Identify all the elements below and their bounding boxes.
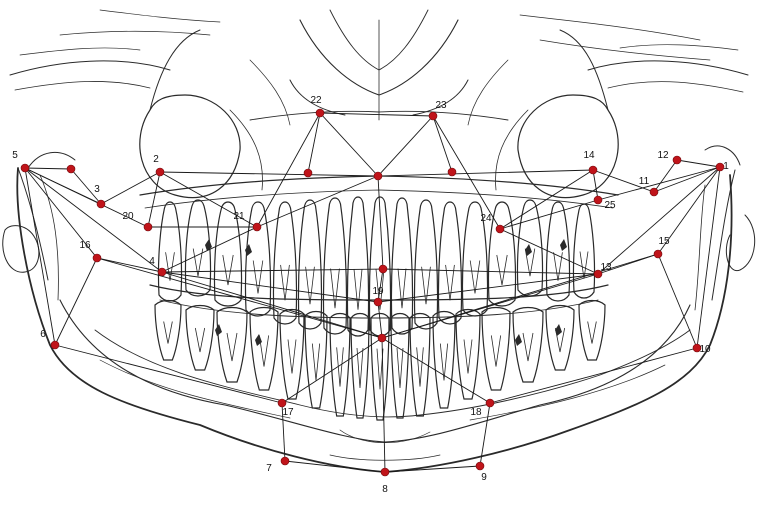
- landmark-point: [381, 468, 389, 476]
- landmark-point: [156, 168, 164, 176]
- landmark-label: 25: [604, 200, 616, 211]
- landmark-18: 18: [470, 399, 494, 418]
- landmark-point: [97, 200, 105, 208]
- landmark-point: [158, 268, 166, 276]
- landmark-1: 1: [716, 161, 729, 172]
- landmark-label: 11: [639, 176, 650, 187]
- landmark-point-unlabeled: [448, 168, 456, 176]
- landmark-label: 15: [658, 236, 670, 247]
- landmark-point: [316, 109, 324, 117]
- landmark-label: 13: [600, 262, 612, 273]
- landmark-point: [93, 254, 101, 262]
- landmark-point: [281, 457, 289, 465]
- landmark-10: 10: [693, 344, 711, 355]
- teeth-outlines: [155, 197, 605, 420]
- landmark-point: [654, 250, 662, 258]
- landmark-point: [650, 188, 658, 196]
- landmark-point: [594, 196, 602, 204]
- landmark-label: 7: [266, 463, 272, 474]
- landmark-label: 20: [122, 211, 134, 222]
- landmark-point: [253, 223, 261, 231]
- landmark-9: 9: [476, 462, 487, 483]
- landmark-13: 13: [594, 262, 612, 278]
- landmark-point: [496, 225, 504, 233]
- landmark-label: 9: [481, 472, 487, 483]
- landmark-point: [486, 399, 494, 407]
- landmark-12: 12: [657, 150, 681, 164]
- landmark-5: 5: [12, 150, 29, 172]
- landmark-label: 19: [372, 286, 384, 297]
- landmark-label: 12: [657, 150, 669, 161]
- landmark-label: 4: [149, 256, 155, 267]
- landmark-point: [673, 156, 681, 164]
- landmark-point: [429, 112, 437, 120]
- landmark-point: [278, 399, 286, 407]
- landmark-label: 24: [480, 213, 492, 224]
- landmark-11: 11: [639, 176, 658, 196]
- landmark-label: 23: [435, 100, 447, 111]
- landmark-label: 3: [94, 184, 100, 195]
- landmark-label: 1: [723, 161, 729, 172]
- landmark-20: 20: [122, 211, 152, 231]
- landmark-point-unlabeled: [304, 169, 312, 177]
- landmark-19: 19: [372, 286, 384, 306]
- landmark-point-unlabeled: [67, 165, 75, 173]
- landmark-point: [51, 341, 59, 349]
- landmark-label: 10: [699, 344, 711, 355]
- landmark-point: [476, 462, 484, 470]
- landmark-label: 22: [310, 95, 322, 106]
- landmark-point-unlabeled: [378, 334, 386, 342]
- landmark-7: 7: [266, 457, 289, 474]
- landmark-15: 15: [654, 236, 670, 258]
- landmark-point-unlabeled: [374, 172, 382, 180]
- landmark-label: 8: [382, 484, 388, 495]
- landmark-point: [374, 298, 382, 306]
- landmark-8: 8: [381, 468, 389, 495]
- landmark-label: 16: [79, 240, 91, 251]
- landmark-label: 17: [282, 407, 294, 418]
- anatomy-sketch: [3, 10, 755, 472]
- landmark-3: 3: [94, 184, 105, 208]
- landmark-17: 17: [278, 399, 294, 418]
- landmark-point: [21, 164, 29, 172]
- landmark-label: 6: [40, 329, 46, 340]
- landmark-label: 18: [470, 407, 482, 418]
- landmark-label: 5: [12, 150, 18, 161]
- landmark-label: 2: [153, 154, 159, 165]
- landmark-2: 2: [153, 154, 164, 176]
- landmark-point: [589, 166, 597, 174]
- landmark-label: 21: [233, 211, 245, 222]
- landmark-point-unlabeled: [379, 265, 387, 273]
- landmark-point: [144, 223, 152, 231]
- landmark-label: 14: [583, 150, 595, 161]
- landmark-16: 16: [79, 240, 101, 262]
